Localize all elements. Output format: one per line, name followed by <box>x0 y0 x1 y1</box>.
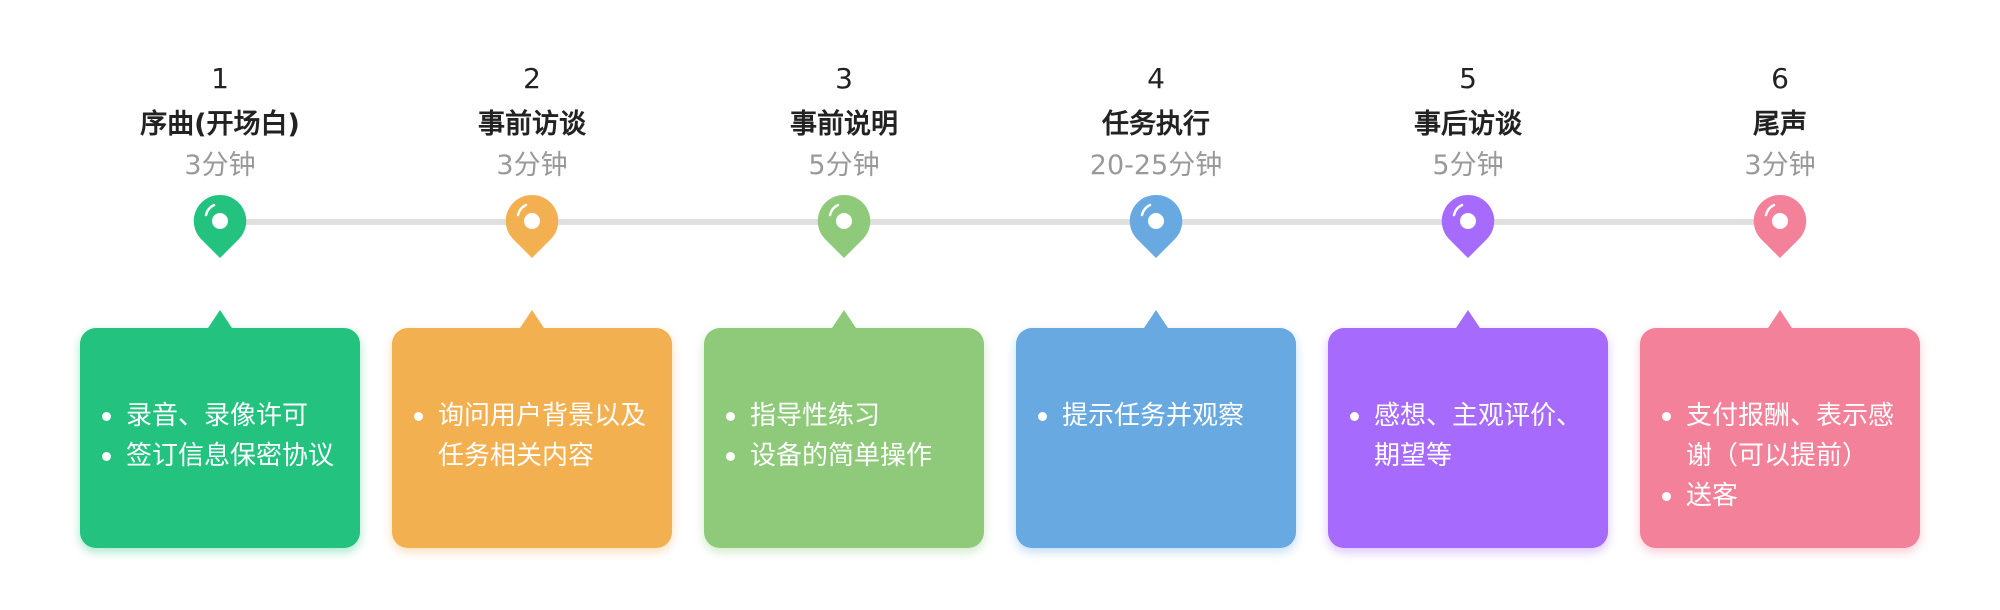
map-pin-icon <box>505 194 559 258</box>
map-pin-icon <box>817 194 871 258</box>
bullet-item: 感想、主观评价、期望等 <box>1350 396 1594 476</box>
bullet-item: 支付报酬、表示感谢（可以提前） <box>1662 396 1906 476</box>
step-card: 询问用户背景以及任务相关内容 <box>392 310 672 548</box>
map-pin-icon <box>1753 194 1807 258</box>
step-number: 3 <box>835 62 853 95</box>
step-title: 事前说明 <box>790 109 898 140</box>
timeline-step: 4 任务执行 20-25分钟 提示任务并观察 <box>1000 0 1312 610</box>
step-number: 6 <box>1771 62 1789 95</box>
step-card: 感想、主观评价、期望等 <box>1328 310 1608 548</box>
step-title: 事前访谈 <box>478 109 586 140</box>
bullet-item: 录音、录像许可 <box>102 396 346 436</box>
map-pin-icon <box>1129 194 1183 258</box>
timeline-step: 3 事前说明 5分钟 指导性练习设备的简单操作 <box>688 0 1000 610</box>
step-title: 任务执行 <box>1102 109 1210 140</box>
step-duration: 5分钟 <box>1432 150 1504 181</box>
step-title: 事后访谈 <box>1414 109 1522 140</box>
timeline-step: 6 尾声 3分钟 支付报酬、表示感谢（可以提前）送客 <box>1624 0 1936 610</box>
map-pin-icon <box>193 194 247 258</box>
step-duration: 5分钟 <box>808 150 880 181</box>
step-number: 5 <box>1459 62 1477 95</box>
step-card: 支付报酬、表示感谢（可以提前）送客 <box>1640 310 1920 548</box>
bullet-item: 询问用户背景以及任务相关内容 <box>414 396 658 476</box>
bullet-item: 提示任务并观察 <box>1038 396 1282 436</box>
step-card: 提示任务并观察 <box>1016 310 1296 548</box>
timeline-step: 1 序曲(开场白) 3分钟 录音、录像许可签订信息保密协议 <box>64 0 376 610</box>
bullet-item: 送客 <box>1662 476 1906 516</box>
bullet-item: 设备的简单操作 <box>726 436 970 476</box>
step-title: 序曲(开场白) <box>140 109 300 140</box>
step-card: 指导性练习设备的简单操作 <box>704 310 984 548</box>
step-title: 尾声 <box>1753 109 1807 140</box>
timeline-step: 2 事前访谈 3分钟 询问用户背景以及任务相关内容 <box>376 0 688 610</box>
step-number: 1 <box>211 62 229 95</box>
step-number: 2 <box>523 62 541 95</box>
bullet-item: 签订信息保密协议 <box>102 436 346 476</box>
timeline-step: 5 事后访谈 5分钟 感想、主观评价、期望等 <box>1312 0 1624 610</box>
timeline-line <box>220 219 1780 225</box>
step-duration: 3分钟 <box>1744 150 1816 181</box>
step-duration: 20-25分钟 <box>1089 150 1223 181</box>
step-duration: 3分钟 <box>184 150 256 181</box>
map-pin-icon <box>1441 194 1495 258</box>
bullet-item: 指导性练习 <box>726 396 970 436</box>
step-number: 4 <box>1147 62 1165 95</box>
step-duration: 3分钟 <box>496 150 568 181</box>
step-card: 录音、录像许可签订信息保密协议 <box>80 310 360 548</box>
